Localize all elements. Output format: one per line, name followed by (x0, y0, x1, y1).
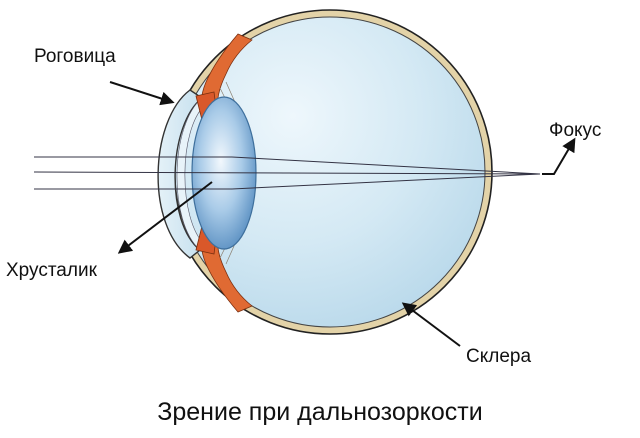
annotation-arrows (109, 81, 576, 347)
cornea (157, 89, 204, 259)
label-focus: Фокус (549, 120, 601, 141)
lens-pointer (117, 181, 213, 254)
light-rays (33, 156, 541, 190)
focus-pointer (542, 137, 576, 175)
label-sclera: Склера (466, 346, 531, 367)
cornea-pointer (109, 81, 175, 106)
label-cornea: Роговица (34, 46, 116, 67)
label-lens: Хрусталик (6, 260, 98, 281)
diagram-caption: Зрение при дальнозоркости (157, 398, 482, 426)
sclera-pointer (401, 302, 461, 347)
